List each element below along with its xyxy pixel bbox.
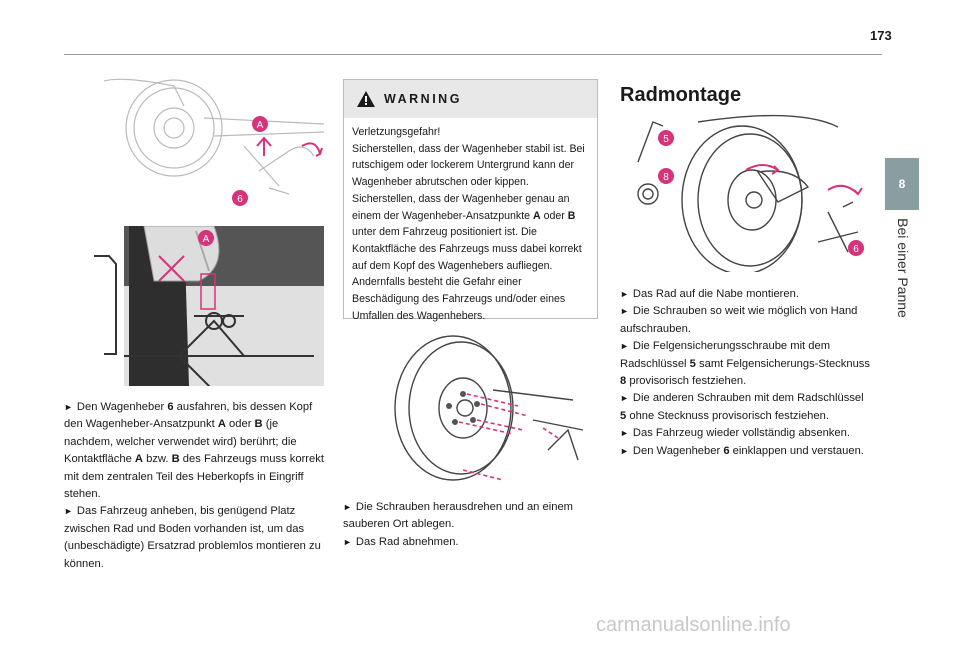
- warning-header: WARNING: [344, 80, 597, 118]
- middle-text: ►Die Schrauben herausdrehen und an einem…: [343, 499, 598, 551]
- right-bullet-1: ►Das Rad auf die Nabe montieren.: [620, 288, 799, 300]
- left-bullet-2: ►Das Fahrzeug anheben, bis genügend Plat…: [64, 505, 321, 570]
- callout-6: 6: [237, 194, 243, 205]
- section-title: Radmontage: [620, 84, 742, 106]
- right-bullet-5: ►Das Fahrzeug wieder vollständig absenke…: [620, 427, 850, 440]
- callout-6-icon: [232, 190, 248, 206]
- figure-jack-lift-top: A 6: [103, 78, 324, 206]
- right-bullet-4: ►Die anderen Schrauben mit dem Radschlüs…: [620, 392, 864, 422]
- callout-6b: 6: [853, 244, 859, 255]
- warning-triangle-icon: [357, 91, 375, 107]
- middle-bullet-2: ►Das Rad abnehmen.: [343, 535, 459, 548]
- page-number: 173: [870, 28, 892, 43]
- warning-text: Verletzungsgefahr! Sicherstellen, dass d…: [352, 126, 585, 322]
- right-bullet-6: ►Den Wagenheber 6 einklappen und verstau…: [620, 444, 864, 457]
- callout-5: 5: [663, 134, 669, 145]
- callout-8: 8: [663, 172, 669, 183]
- callout-8-icon: [658, 168, 674, 184]
- right-text: ►Das Rad auf die Nabe montieren. ►Die Sc…: [620, 286, 870, 460]
- right-bullet-3: ►Die Felgensicherungsschraube mit dem Ra…: [620, 340, 870, 388]
- warning-title: WARNING: [384, 92, 462, 106]
- watermark: carmanualsonline.info: [596, 614, 791, 636]
- chapter-tab[interactable]: 8: [885, 158, 919, 210]
- middle-bullet-1: ►Die Schrauben herausdrehen und an einem…: [343, 501, 573, 531]
- figure-jack-under-car: A: [94, 226, 324, 386]
- left-bullet-1: ►Den Wagenheber 6 ausfahren, bis dessen …: [64, 401, 324, 501]
- header-rule: [64, 54, 882, 55]
- warning-box: WARNING Verletzungsgefahr! Sicherstellen…: [343, 79, 598, 322]
- figure-wheel-mounting: 5 8 6: [637, 114, 864, 272]
- right-bullet-2: ►Die Schrauben so weit wie möglich von H…: [620, 305, 858, 335]
- callout-a2: A: [203, 234, 210, 245]
- callout-6b-icon: [848, 240, 864, 256]
- callout-a2-icon: [198, 230, 214, 246]
- callout-a-icon: [252, 116, 268, 132]
- chapter-title: Bei einer Panne: [895, 218, 911, 318]
- chapter-title-vertical: Bei einer Panne: [873, 208, 933, 328]
- figure-wheel-removal: [394, 335, 584, 481]
- callout-a: A: [257, 120, 264, 131]
- left-text: ►Den Wagenheber 6 ausfahren, bis dessen …: [64, 399, 326, 573]
- callout-5-icon: [658, 130, 674, 146]
